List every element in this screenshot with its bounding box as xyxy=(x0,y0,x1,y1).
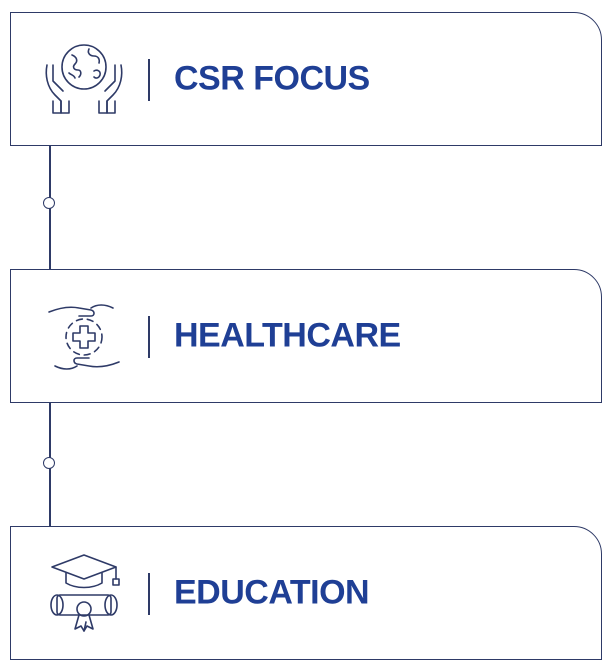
card-title: HEALTHCARE xyxy=(174,316,401,355)
divider xyxy=(148,316,150,358)
card-education[interactable]: EDUCATION xyxy=(10,526,602,660)
divider xyxy=(148,573,150,615)
card-title: CSR FOCUS xyxy=(174,59,370,98)
timeline-node xyxy=(43,457,55,469)
card-healthcare[interactable]: HEALTHCARE xyxy=(10,269,602,403)
divider xyxy=(148,59,150,101)
card-title: EDUCATION xyxy=(174,573,370,612)
card-csr-focus[interactable]: CSR FOCUS xyxy=(10,12,602,146)
graduation-cap-diploma-icon xyxy=(39,549,129,639)
timeline-node xyxy=(43,197,55,209)
hands-globe-icon xyxy=(39,35,129,125)
hands-medical-cross-icon xyxy=(39,292,129,382)
